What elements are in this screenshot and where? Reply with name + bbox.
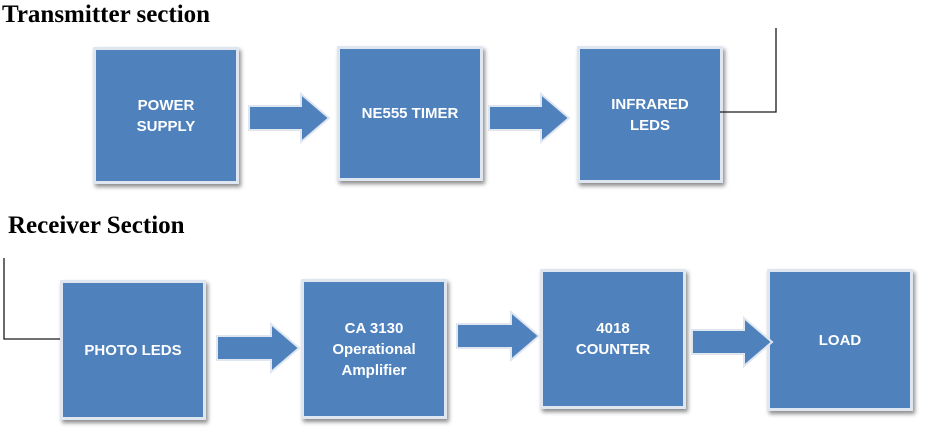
photo-leds-block: PHOTO LEDS	[60, 280, 206, 420]
right-arrow-icon	[488, 91, 571, 145]
load-block: LOAD	[767, 269, 913, 411]
transmitter-connector-line	[720, 28, 777, 113]
right-arrow-icon	[216, 321, 301, 375]
right-arrow-icon	[456, 309, 541, 363]
op-amp-block: CA 3130 Operational Amplifier	[301, 279, 447, 419]
receiver-connector-line	[3, 258, 60, 340]
receiver-section-title: Receiver Section	[8, 212, 185, 239]
right-arrow-icon	[691, 315, 774, 369]
counter-block: 4018 COUNTER	[540, 269, 686, 409]
right-arrow-icon	[248, 91, 331, 145]
ne555-timer-block: NE555 TIMER	[337, 46, 483, 181]
power-supply-block: POWER SUPPLY	[93, 47, 239, 184]
infrared-leds-block: INFRARED LEDS	[577, 46, 723, 183]
transmitter-section-title: Transmitter section	[2, 1, 211, 28]
